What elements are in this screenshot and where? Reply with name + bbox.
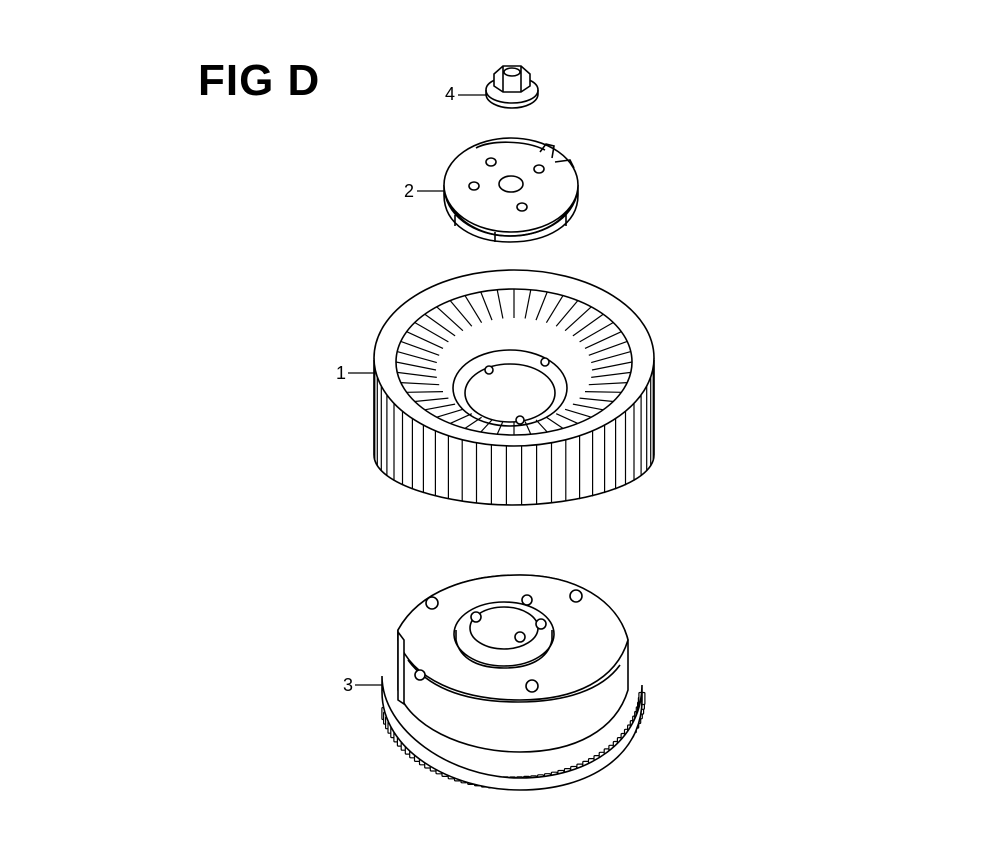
fan-blade <box>397 352 437 363</box>
fan-blade <box>465 296 482 323</box>
fan-blade <box>546 417 563 428</box>
fan-blade <box>497 290 503 319</box>
fan-blade <box>585 392 621 393</box>
fan-blade <box>592 362 632 370</box>
fan-blade <box>437 409 463 417</box>
fan-blade <box>437 307 463 331</box>
fan-blade <box>407 332 443 349</box>
figure-title: FIG D <box>198 56 321 105</box>
callout-label-1: 1 <box>336 363 347 383</box>
fan-blade <box>591 352 631 363</box>
fan-blade <box>536 292 547 320</box>
leader-lines <box>348 95 490 685</box>
fan-blade <box>450 301 472 327</box>
fan-blade <box>589 341 627 355</box>
fan-blade <box>481 292 492 320</box>
fan-blade <box>525 290 531 319</box>
fan-blade <box>396 362 436 370</box>
fan-blade <box>585 332 621 349</box>
fan-blade <box>415 323 449 342</box>
fan-blade <box>591 372 631 377</box>
fan-blade <box>573 314 603 336</box>
fan-blade <box>565 409 591 417</box>
fan-blade <box>497 422 503 435</box>
fan-blade <box>556 414 578 424</box>
fan-blade <box>565 307 591 331</box>
flange-nut-part <box>486 66 538 108</box>
fan-blade <box>580 398 614 401</box>
fan-blade <box>425 404 455 410</box>
fan-blade <box>415 398 449 401</box>
starter-pulley-part <box>444 138 578 242</box>
callout-label-2: 2 <box>404 181 415 201</box>
fan-blade <box>573 404 603 410</box>
flywheel-fan-part <box>374 270 654 505</box>
fan-blade <box>536 420 547 432</box>
fan-blade <box>589 383 627 385</box>
fan-blade <box>465 417 482 428</box>
fan-blade <box>481 420 492 432</box>
fan-blade <box>401 341 439 355</box>
fan-blade <box>546 296 563 323</box>
fan-blade <box>580 323 614 342</box>
fan-blade <box>556 301 578 327</box>
flywheel-ring-gear-part <box>382 575 645 790</box>
fan-blade <box>401 383 439 385</box>
fan-blade <box>525 422 531 435</box>
fan-blade <box>450 414 472 424</box>
callout-label-4: 4 <box>445 84 456 104</box>
callout-label-3: 3 <box>343 675 354 695</box>
fan-blade <box>425 314 455 336</box>
fan-blade <box>407 392 443 393</box>
fan-blade <box>397 372 437 377</box>
